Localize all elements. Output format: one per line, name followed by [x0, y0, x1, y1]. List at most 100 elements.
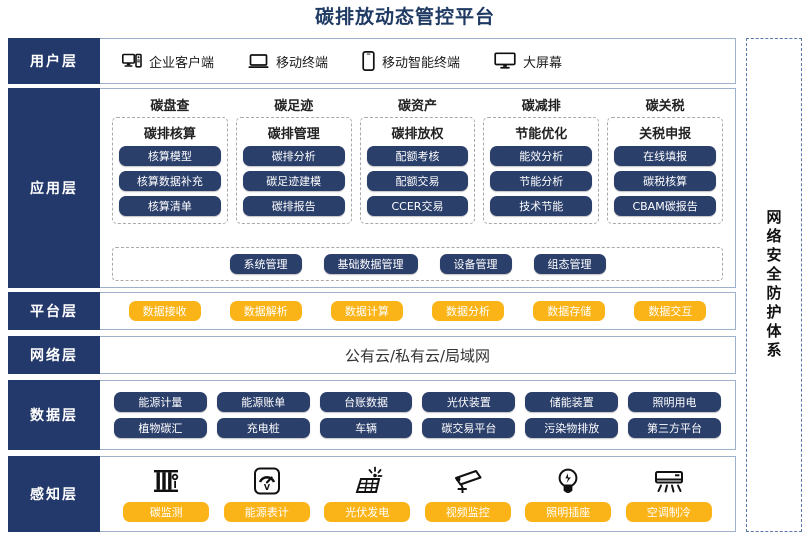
carbon-monitor-icon [151, 466, 181, 496]
platform-pill[interactable]: 数据解析 [229, 301, 302, 321]
user-item-mobile-terminal[interactable]: 移动终端 [248, 52, 328, 71]
group-subtitle: 碳排放权 [391, 127, 444, 142]
user-item-label: 移动智能终端 [382, 55, 461, 71]
security-system-column: 网络安全防护体系 [746, 38, 802, 532]
app-pill[interactable]: 碳排报告 [242, 196, 345, 216]
common-pill-basic-data-management[interactable]: 基础数据管理 [323, 254, 418, 274]
data-pill[interactable]: 充电桩 [216, 418, 310, 438]
data-pill[interactable]: 光伏装置 [422, 392, 516, 412]
sense-pill[interactable]: 光伏发电 [324, 502, 411, 522]
sense-pill[interactable]: 碳监测 [123, 502, 210, 522]
common-pill-configuration-management[interactable]: 组态管理 [533, 254, 606, 274]
layer-network-body: 公有云/私有云/局域网 [100, 336, 736, 374]
group-title: 碳盘查 [150, 99, 190, 114]
light-bulb-icon [555, 466, 581, 496]
group-subtitle: 节能优化 [515, 127, 568, 142]
layer-application-body: 碳盘查 碳排核算 核算模型 核算数据补充 核算清单 碳足迹 碳排管理 碳排分析 [100, 88, 736, 288]
sense-item-solar-power[interactable]: 光伏发电 [324, 466, 411, 522]
platform-pill[interactable]: 数据分析 [432, 301, 505, 321]
sense-pill[interactable]: 视频监控 [424, 502, 511, 522]
app-group-carbon-asset: 碳资产 碳排放权 配额考核 配额交易 CCER交易 [359, 95, 476, 224]
sense-pill[interactable]: 空调制冷 [625, 502, 712, 522]
layer-sense: 感知层 碳监测 [8, 456, 736, 532]
data-pill[interactable]: 能源计量 [114, 392, 207, 412]
solar-panel-icon [351, 466, 383, 496]
app-pill[interactable]: 在线填报 [614, 146, 716, 166]
app-pill[interactable]: 碳税核算 [614, 171, 716, 191]
sense-item-air-conditioning[interactable]: 空调制冷 [625, 466, 712, 522]
user-item-enterprise-client[interactable]: 企业客户端 [122, 52, 214, 71]
app-pill[interactable]: 核算模型 [119, 146, 221, 166]
layer-sense-body: 碳监测 V 能源表计 [100, 456, 736, 532]
app-pill[interactable]: 碳足迹建模 [242, 171, 345, 191]
app-group-carbon-footprint: 碳足迹 碳排管理 碳排分析 碳足迹建模 碳排报告 [235, 95, 352, 224]
sense-item-video-surveillance[interactable]: 视频监控 [424, 466, 511, 522]
app-pill[interactable]: 核算数据补充 [119, 171, 221, 191]
monitor-icon [494, 52, 516, 70]
user-item-label: 企业客户端 [149, 55, 215, 71]
data-pill[interactable]: 照明用电 [628, 392, 721, 412]
platform-pill[interactable]: 数据接收 [128, 301, 201, 321]
data-pill[interactable]: 储能装置 [525, 392, 619, 412]
layer-sense-label: 感知层 [8, 456, 100, 532]
layer-application: 应用层 碳盘查 碳排核算 核算模型 核算数据补充 核算清单 碳足迹 [8, 88, 736, 288]
app-pill[interactable]: 节能分析 [490, 171, 593, 191]
app-pill[interactable]: CBAM碳报告 [614, 196, 716, 216]
app-pill[interactable]: 核算清单 [119, 196, 221, 216]
sense-item-energy-meter[interactable]: V 能源表计 [223, 466, 310, 522]
data-pill[interactable]: 碳交易平台 [422, 418, 516, 438]
data-row: 能源计量 能源账单 台账数据 光伏装置 储能装置 照明用电 [114, 392, 721, 412]
user-item-large-screen[interactable]: 大屏幕 [494, 52, 562, 71]
app-pill[interactable]: 能效分析 [490, 146, 593, 166]
application-groups: 碳盘查 碳排核算 核算模型 核算数据补充 核算清单 碳足迹 碳排管理 碳排分析 [100, 89, 735, 224]
sense-item-lighting-socket[interactable]: 照明插座 [525, 466, 612, 522]
app-pill[interactable]: 配额交易 [366, 171, 469, 191]
data-pill[interactable]: 植物碳汇 [114, 418, 207, 438]
layer-data: 数据层 能源计量 能源账单 台账数据 光伏装置 储能装置 照明用电 植物碳汇 充… [8, 380, 736, 450]
app-pill[interactable]: CCER交易 [366, 196, 469, 216]
layer-network: 网络层 公有云/私有云/局域网 [8, 336, 736, 374]
group-title: 碳关税 [645, 99, 685, 114]
network-text: 公有云/私有云/局域网 [344, 346, 491, 365]
app-pill[interactable]: 碳排分析 [242, 146, 345, 166]
app-group-carbon-inventory: 碳盘查 碳排核算 核算模型 核算数据补充 核算清单 [112, 95, 228, 224]
platform-pill[interactable]: 数据计算 [330, 301, 403, 321]
app-group-carbon-tariff: 碳关税 关税申报 在线填报 碳税核算 CBAM碳报告 [607, 95, 723, 224]
group-subtitle: 碳排核算 [143, 127, 196, 142]
group-box: 碳排放权 配额考核 配额交易 CCER交易 [359, 117, 476, 224]
data-pill[interactable]: 台账数据 [319, 392, 413, 412]
layer-platform: 平台层 数据接收 数据解析 数据计算 数据分析 数据存储 数据交互 [8, 292, 736, 330]
layer-application-label: 应用层 [8, 88, 100, 288]
user-item-smart-mobile-terminal[interactable]: 移动智能终端 [362, 51, 460, 71]
app-pill[interactable]: 配额考核 [366, 146, 469, 166]
data-pill[interactable]: 车辆 [319, 418, 413, 438]
security-system-label: 网络安全防护体系 [764, 209, 783, 361]
app-group-carbon-reduction: 碳减排 节能优化 能效分析 节能分析 技术节能 [483, 95, 600, 224]
layer-platform-label: 平台层 [8, 292, 100, 330]
platform-pill[interactable]: 数据交互 [634, 301, 707, 321]
layer-data-body: 能源计量 能源账单 台账数据 光伏装置 储能装置 照明用电 植物碳汇 充电桩 车… [100, 380, 736, 450]
sense-pill[interactable]: 能源表计 [223, 502, 310, 522]
data-pill[interactable]: 能源账单 [216, 392, 310, 412]
data-pill[interactable]: 第三方平台 [628, 418, 721, 438]
group-box: 关税申报 在线填报 碳税核算 CBAM碳报告 [607, 117, 723, 224]
common-pill-system-management[interactable]: 系统管理 [229, 254, 302, 274]
sense-pill[interactable]: 照明插座 [525, 502, 612, 522]
group-box: 碳排管理 碳排分析 碳足迹建模 碳排报告 [235, 117, 352, 224]
common-pill-device-management[interactable]: 设备管理 [439, 254, 512, 274]
layer-data-label: 数据层 [8, 380, 100, 450]
app-pill[interactable]: 技术节能 [490, 196, 593, 216]
platform-pill[interactable]: 数据存储 [533, 301, 606, 321]
air-conditioner-icon [653, 466, 685, 496]
laptop-icon [248, 53, 269, 70]
group-title: 碳减排 [521, 99, 561, 114]
data-pill[interactable]: 污染物排放 [525, 418, 619, 438]
group-box: 节能优化 能效分析 节能分析 技术节能 [483, 117, 600, 224]
layer-network-label: 网络层 [8, 336, 100, 374]
energy-meter-icon: V [253, 466, 281, 496]
group-title: 碳足迹 [274, 99, 314, 114]
page-title: 碳排放动态管控平台 [314, 6, 495, 28]
group-subtitle: 碳排管理 [267, 127, 320, 142]
sense-item-carbon-monitor[interactable]: 碳监测 [123, 466, 210, 522]
